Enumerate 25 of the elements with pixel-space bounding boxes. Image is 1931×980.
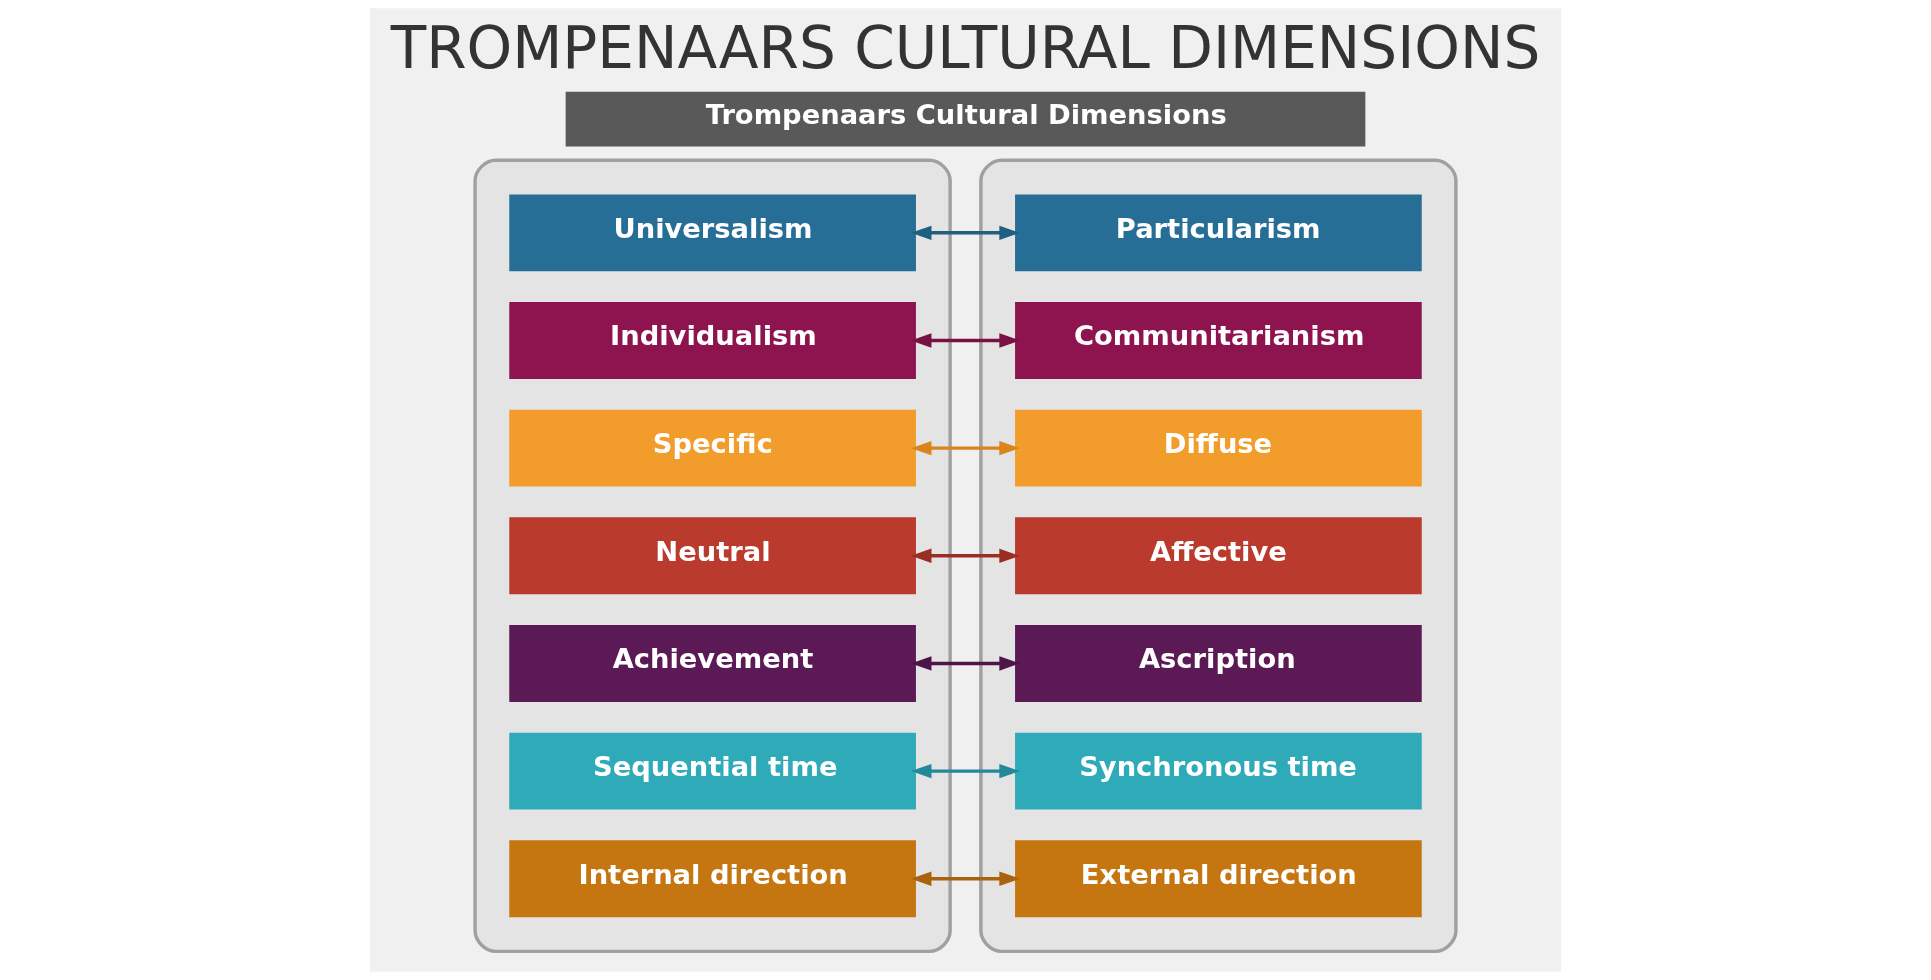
- node-box: Affective: [1015, 517, 1422, 595]
- node-box: Ascription: [1015, 625, 1422, 702]
- diagram-title: TROMPENAARS CULTURAL DIMENSIONS: [390, 14, 1541, 83]
- node-box: Trompenaars Cultural Dimensions: [565, 91, 1366, 147]
- node-box: Particularism: [1015, 194, 1422, 272]
- node-box: Specific: [509, 409, 916, 487]
- arrow: [910, 440, 1020, 456]
- node-box: Synchronous time: [1015, 732, 1422, 810]
- arrow: [910, 763, 1020, 779]
- node-box: Universalism: [509, 194, 916, 272]
- cluster: [473, 158, 952, 954]
- arrow: [910, 225, 1020, 241]
- arrow: [910, 656, 1020, 671]
- node-box: Diffuse: [1015, 409, 1422, 487]
- node-box: Internal direction: [509, 840, 916, 918]
- arrow: [910, 548, 1020, 563]
- node-box: Communitarianism: [1015, 302, 1422, 379]
- node-box: Individualism: [509, 302, 916, 379]
- node-box: External direction: [1015, 840, 1422, 918]
- node-box: Achievement: [509, 625, 916, 702]
- arrow: [910, 333, 1020, 348]
- cluster: [979, 158, 1458, 954]
- node-box: Sequential time: [509, 732, 916, 810]
- node-box: Neutral: [509, 517, 916, 595]
- arrow: [910, 871, 1020, 886]
